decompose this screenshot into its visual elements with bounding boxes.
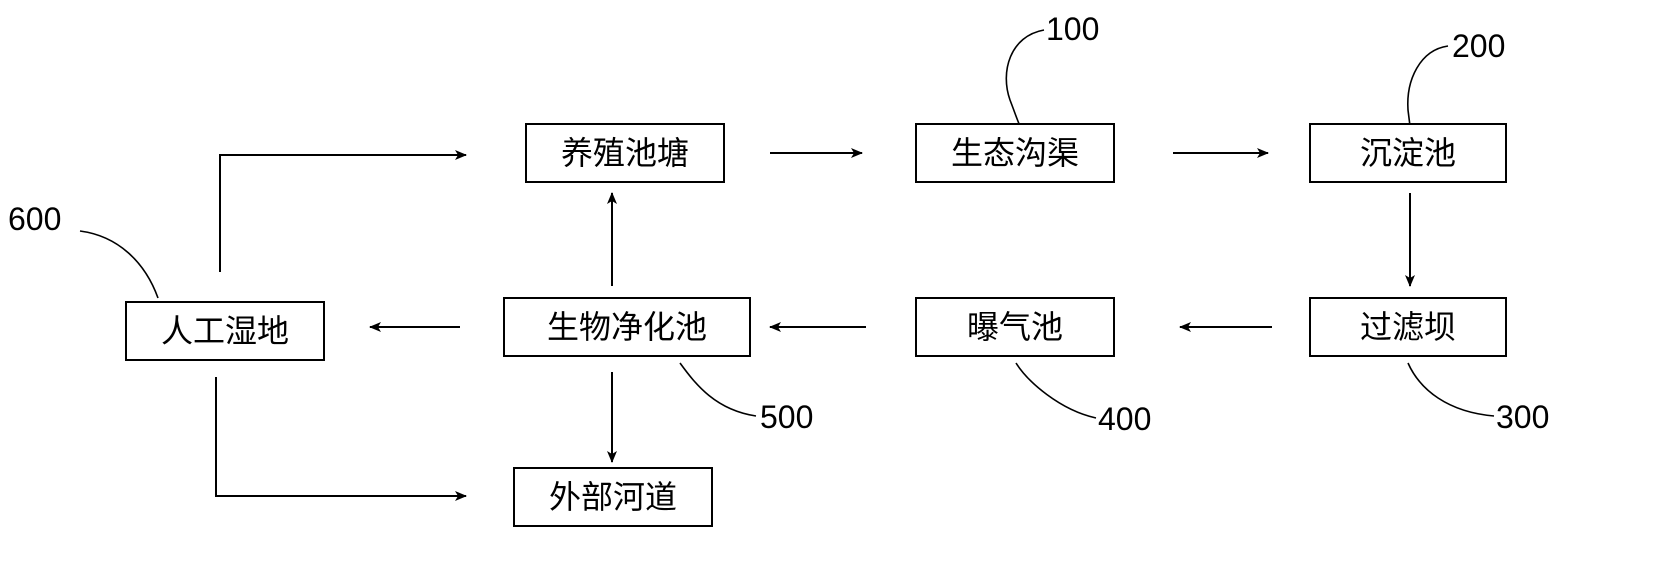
box-label: 曝气池 xyxy=(967,308,1063,346)
box-filter-dam: 过滤坝 xyxy=(1309,297,1507,357)
box-label: 生态沟渠 xyxy=(951,134,1079,172)
reference-leaders xyxy=(79,29,1495,419)
leader-600 xyxy=(79,230,159,299)
box-eco-ditch: 生态沟渠 xyxy=(915,123,1115,183)
ref-400: 400 xyxy=(1098,401,1151,437)
arrow-wetland-to-pond xyxy=(219,150,467,272)
box-constructed-wetland: 人工湿地 xyxy=(125,301,325,361)
leader-200 xyxy=(1407,45,1449,127)
box-aeration-tank: 曝气池 xyxy=(915,297,1115,357)
flow-diagram: 养殖池塘 生态沟渠 沉淀池 过滤坝 曝气池 生物净化池 人工湿地 外部河道 10… xyxy=(8,11,1549,527)
box-bio-purification-tank: 生物净化池 xyxy=(503,297,751,357)
ref-500: 500 xyxy=(760,399,813,435)
ref-100: 100 xyxy=(1046,11,1099,47)
arrow-wetland-to-river xyxy=(215,377,467,501)
box-label: 养殖池塘 xyxy=(561,134,689,172)
leader-500 xyxy=(679,362,757,417)
leader-100 xyxy=(1005,29,1045,127)
box-sedimentation-tank: 沉淀池 xyxy=(1309,123,1507,183)
leader-300 xyxy=(1407,362,1495,417)
flow-connectors xyxy=(215,148,1415,501)
reference-numerals: 100 200 300 400 500 600 xyxy=(8,11,1549,437)
box-label: 生物净化池 xyxy=(547,308,707,346)
leader-400 xyxy=(1015,362,1097,419)
ref-600: 600 xyxy=(8,201,61,237)
box-breeding-pond: 养殖池塘 xyxy=(525,123,725,183)
ref-200: 200 xyxy=(1452,28,1505,64)
box-external-river: 外部河道 xyxy=(513,467,713,527)
box-label: 沉淀池 xyxy=(1360,134,1456,172)
box-label: 过滤坝 xyxy=(1360,308,1456,346)
box-label: 人工湿地 xyxy=(161,312,289,350)
ref-300: 300 xyxy=(1496,399,1549,435)
box-label: 外部河道 xyxy=(549,478,677,516)
